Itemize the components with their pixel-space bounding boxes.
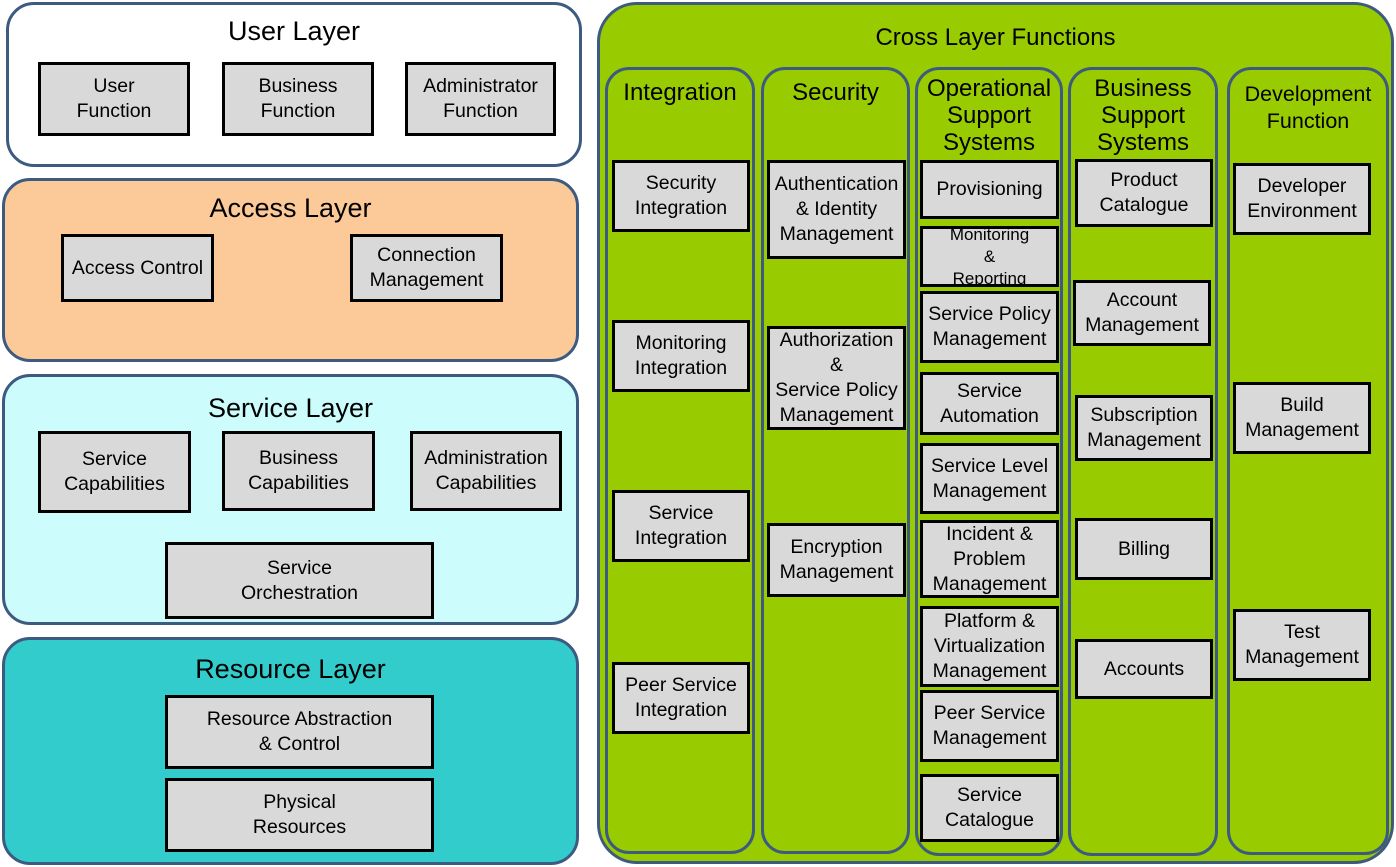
incident-problem-box: Incident & Problem Management bbox=[920, 520, 1059, 598]
bss-column: Business Support Systems Product Catalog… bbox=[1068, 67, 1218, 856]
accounts-box: Accounts bbox=[1075, 639, 1213, 699]
security-integration-box: Security Integration bbox=[612, 160, 750, 232]
service-integration-box: Service Integration bbox=[612, 490, 750, 562]
integration-column: Integration Security Integration Monitor… bbox=[605, 67, 755, 854]
user-layer-title: User Layer bbox=[227, 16, 361, 46]
monitoring-reporting-box: Monitoring & Reporting bbox=[920, 226, 1059, 287]
encryption-management-box: Encryption Management bbox=[767, 523, 906, 597]
developer-environment-box: Developer Environment bbox=[1233, 163, 1371, 235]
administrator-function-box: Administrator Function bbox=[405, 62, 556, 136]
service-capabilities-box: Service Capabilities bbox=[38, 431, 191, 513]
billing-box: Billing bbox=[1075, 518, 1213, 580]
cross-layer-panel: Cross Layer Functions Integration Securi… bbox=[597, 2, 1394, 864]
authorization-policy-box: Authorization & Service Policy Managemen… bbox=[767, 326, 906, 430]
access-layer-title: Access Layer bbox=[209, 193, 372, 223]
resource-abstraction-box: Resource Abstraction & Control bbox=[165, 695, 434, 769]
provisioning-box: Provisioning bbox=[920, 160, 1059, 219]
oss-column: Operational Support Systems Provisioning… bbox=[915, 67, 1063, 856]
service-layer: Service Layer Service Capabilities Busin… bbox=[2, 374, 579, 625]
access-control-box: Access Control bbox=[61, 234, 214, 302]
service-level-management-box: Service Level Management bbox=[920, 443, 1059, 514]
development-column: Development Function Developer Environme… bbox=[1227, 67, 1389, 855]
authentication-identity-box: Authentication & Identity Management bbox=[767, 160, 906, 259]
service-catalogue-box: Service Catalogue bbox=[920, 774, 1059, 842]
connection-management-box: Connection Management bbox=[350, 234, 503, 302]
integration-column-title: Integration bbox=[623, 79, 737, 106]
business-function-box: Business Function bbox=[222, 62, 374, 136]
peer-service-management-box: Peer Service Management bbox=[920, 690, 1059, 762]
development-column-title: Development Function bbox=[1244, 82, 1372, 133]
user-function-box: User Function bbox=[38, 62, 190, 136]
access-layer: Access Layer Access Control Connection M… bbox=[2, 178, 579, 362]
oss-column-title: Operational Support Systems bbox=[926, 75, 1052, 156]
security-column: Security Authentication & Identity Manag… bbox=[761, 67, 910, 854]
service-orchestration-box: Service Orchestration bbox=[165, 542, 434, 619]
subscription-management-box: Subscription Management bbox=[1075, 395, 1213, 461]
security-column-title: Security bbox=[792, 79, 879, 106]
physical-resources-box: Physical Resources bbox=[165, 778, 434, 852]
build-management-box: Build Management bbox=[1233, 382, 1371, 454]
product-catalogue-box: Product Catalogue bbox=[1075, 159, 1213, 227]
service-layer-title: Service Layer bbox=[207, 393, 374, 423]
resource-layer-title: Resource Layer bbox=[195, 654, 386, 684]
monitoring-integration-box: Monitoring Integration bbox=[612, 320, 750, 392]
bss-column-title: Business Support Systems bbox=[1094, 75, 1192, 156]
platform-virtualization-box: Platform & Virtualization Management bbox=[920, 606, 1059, 687]
peer-service-integration-box: Peer Service Integration bbox=[612, 662, 750, 734]
oss-service-policy-box: Service Policy Management bbox=[920, 291, 1059, 363]
user-layer: User Layer User Function Business Functi… bbox=[6, 2, 582, 167]
cross-layer-title: Cross Layer Functions bbox=[875, 24, 1116, 51]
resource-layer: Resource Layer Resource Abstraction & Co… bbox=[2, 637, 579, 865]
administration-capabilities-box: Administration Capabilities bbox=[410, 431, 562, 511]
business-capabilities-box: Business Capabilities bbox=[222, 431, 375, 511]
service-automation-box: Service Automation bbox=[920, 372, 1059, 435]
account-management-box: Account Management bbox=[1073, 280, 1211, 346]
test-management-box: Test Management bbox=[1233, 609, 1371, 681]
